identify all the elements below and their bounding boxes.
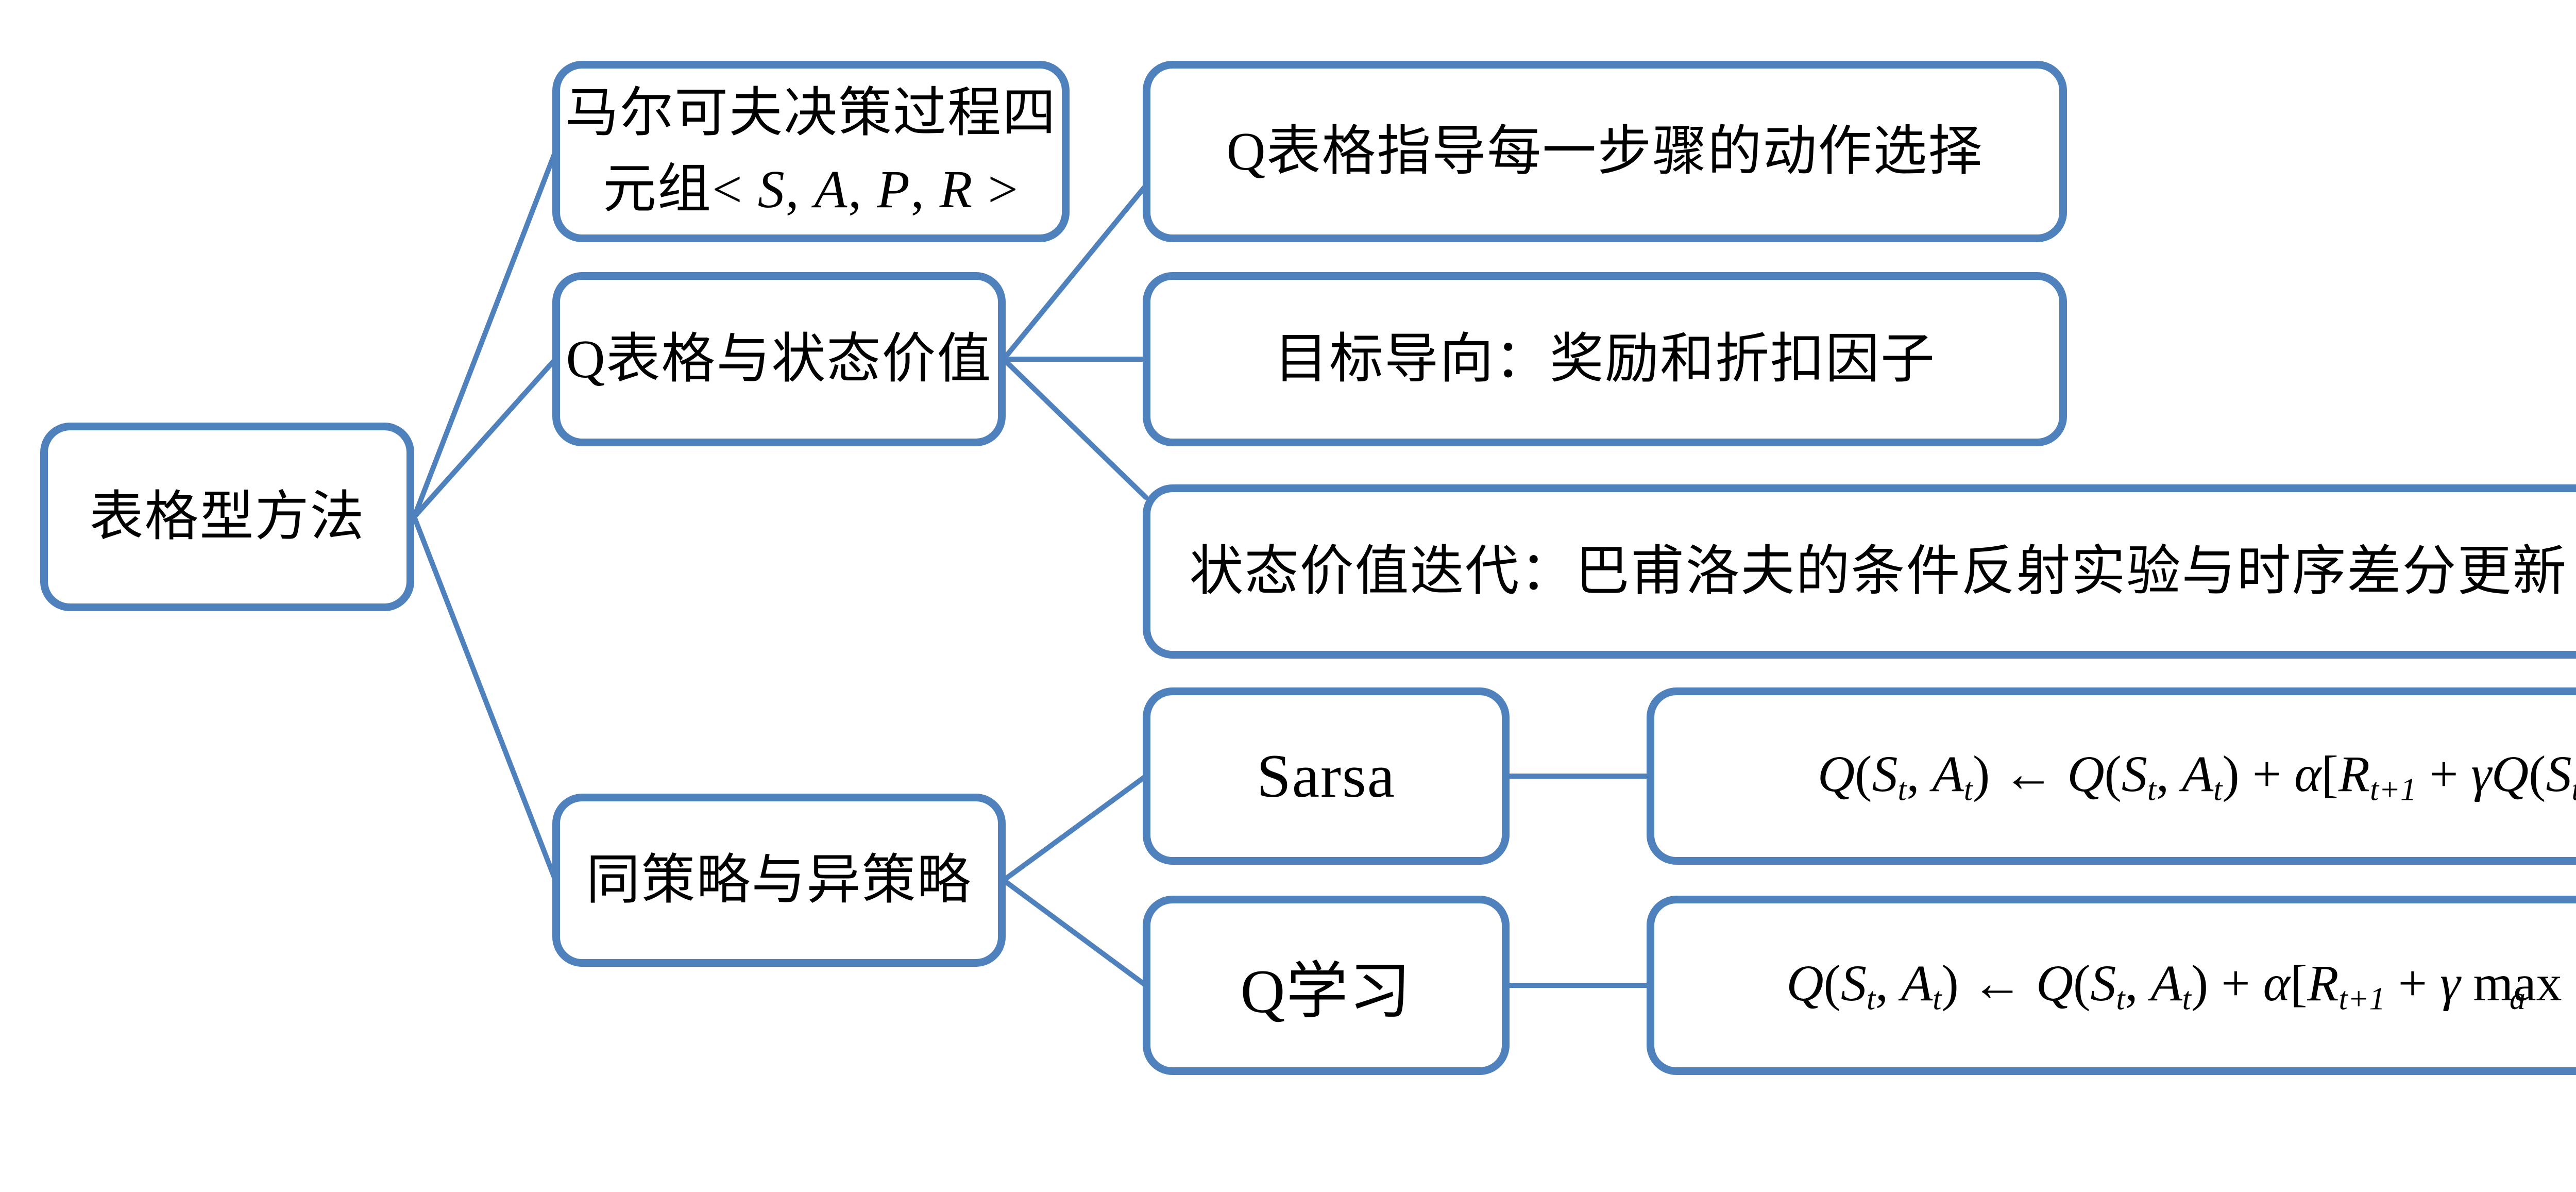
formula-text: Q(St, At) ← Q(St, At) + α[Rt+1 + γQ(St+1… (1817, 745, 2576, 808)
on-policy-off-policy-node: 同策略与异策略 (552, 794, 1006, 967)
connector-line (412, 514, 558, 883)
node-label: 同策略与异策略 (586, 849, 972, 910)
connector-line (1001, 357, 1148, 500)
node-label: 目标导向：奖励和折扣因子 (1274, 328, 1936, 389)
connector-line (412, 149, 558, 519)
connector-line (1001, 183, 1148, 362)
sarsa-node: Sarsa (1143, 687, 1510, 865)
state-value-iteration-leaf: 状态价值迭代：巴甫洛夫的条件反射实验与时序差分更新 (1143, 484, 2576, 659)
connector-line (412, 357, 558, 519)
node-label: Q学习 (1240, 957, 1412, 1026)
connector-line (1001, 878, 1148, 988)
connector-line (1001, 774, 1148, 883)
root-node-tabular-methods: 表格型方法 (40, 423, 414, 611)
node-label: 马尔可夫决策过程四元组< S, A, P, R > (565, 83, 1057, 219)
mdp-tuple-node: 马尔可夫决策过程四元组< S, A, P, R > (552, 61, 1070, 242)
node-label: Q表格与状态价值 (566, 328, 992, 389)
node-label: Q表格指导每一步骤的动作选择 (1226, 121, 1984, 181)
node-label: 状态价值迭代：巴甫洛夫的条件反射实验与时序差分更新 (1189, 541, 2568, 601)
node-label: 表格型方法 (89, 486, 365, 547)
q-table-action-selection-leaf: Q表格指导每一步骤的动作选择 (1143, 61, 2067, 242)
node-label: Sarsa (1257, 742, 1396, 810)
sarsa-update-formula: Q(St, At) ← Q(St, At) + α[Rt+1 + γQ(St+1… (1647, 687, 2576, 865)
q-table-state-value-node: Q表格与状态价值 (552, 272, 1006, 446)
goal-oriented-reward-discount-leaf: 目标导向：奖励和折扣因子 (1143, 272, 2067, 446)
q-learning-node: Q学习 (1143, 896, 1510, 1075)
